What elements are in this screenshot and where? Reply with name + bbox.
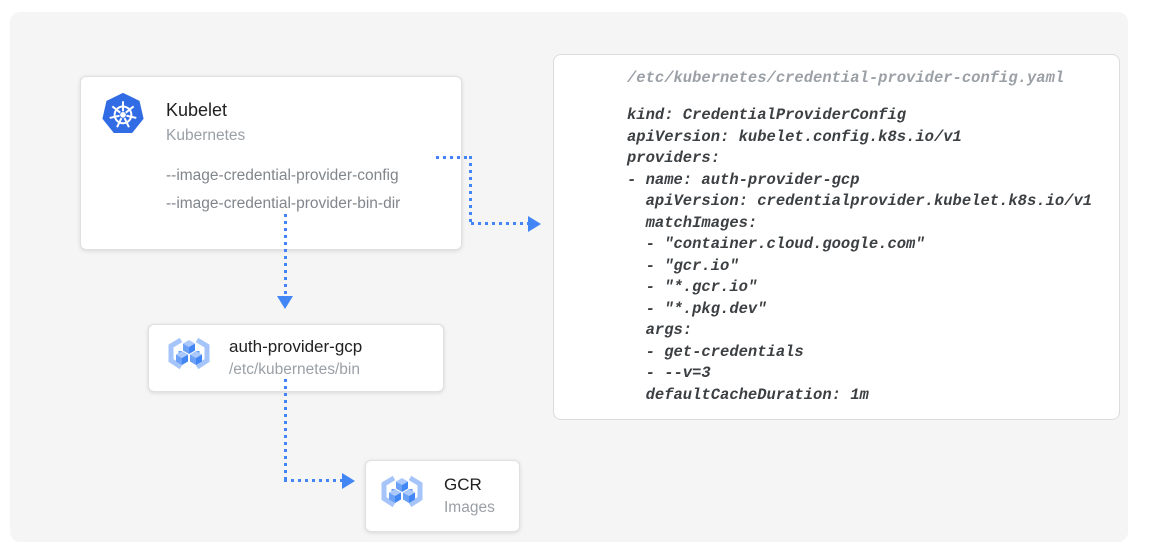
kubelet-flags: --image-credential-provider-config --ima…	[166, 162, 400, 218]
diagram-canvas: Kubelet Kubernetes --image-credential-pr…	[10, 12, 1128, 542]
gcr-title: GCR	[444, 475, 482, 494]
node-gcr: GCR Images	[365, 460, 520, 532]
connector-segment	[471, 222, 528, 225]
node-auth-provider-gcp: auth-provider-gcp /etc/kubernetes/bin	[148, 324, 444, 392]
credential-provider-config-panel: /etc/kubernetes/credential-provider-conf…	[553, 54, 1120, 420]
connector-segment	[284, 214, 287, 297]
node-kubelet: Kubelet Kubernetes --image-credential-pr…	[80, 76, 462, 250]
container-registry-icon	[165, 336, 213, 378]
connector-segment	[284, 479, 342, 482]
flag-image-credential-provider-config: --image-credential-provider-config	[166, 167, 399, 184]
connector-segment	[284, 379, 287, 480]
arrowhead-down-icon	[277, 296, 293, 309]
arrowhead-right-icon	[342, 473, 355, 489]
connector-segment	[436, 156, 469, 159]
arrowhead-right-icon	[528, 216, 541, 232]
kubelet-subtitle: Kubernetes	[166, 127, 246, 144]
kubernetes-helm-icon	[101, 92, 145, 136]
auth-provider-title: auth-provider-gcp	[229, 337, 363, 356]
auth-provider-subtitle: /etc/kubernetes/bin	[229, 361, 360, 378]
connector-segment	[469, 156, 472, 225]
flag-image-credential-provider-bin-dir: --image-credential-provider-bin-dir	[166, 195, 401, 212]
config-yaml-code: kind: CredentialProviderConfig apiVersio…	[627, 106, 1093, 404]
config-file-path: /etc/kubernetes/credential-provider-conf…	[627, 69, 1065, 87]
gcr-subtitle: Images	[444, 499, 495, 516]
kubelet-title: Kubelet	[166, 100, 228, 120]
container-registry-icon	[378, 474, 426, 516]
